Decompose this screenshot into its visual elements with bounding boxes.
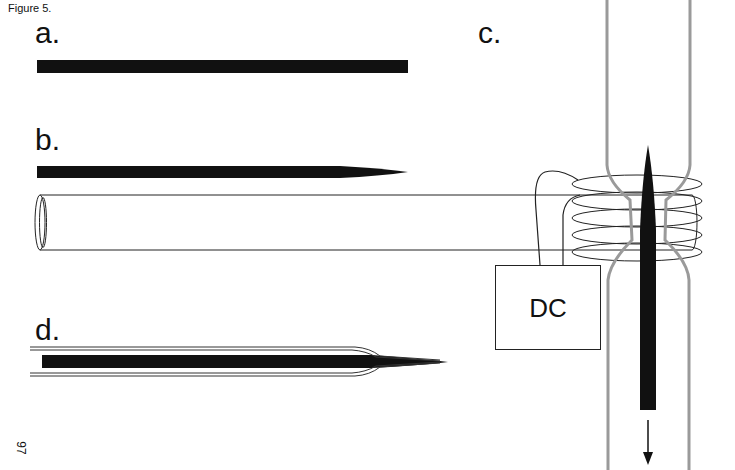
power-supply-box: DC — [495, 265, 601, 350]
coil-ring — [572, 226, 702, 244]
coil — [572, 175, 702, 261]
direction-arrow — [647, 420, 649, 455]
pulled-tube — [30, 347, 440, 376]
panel-letter: a. — [35, 18, 60, 48]
needle — [640, 145, 656, 410]
figure-title: Figure 5. — [8, 3, 51, 14]
panel-letter: d. — [35, 315, 60, 345]
panel-letter: c. — [478, 18, 501, 48]
needle — [37, 166, 408, 178]
tube-wall — [607, 0, 690, 470]
rod — [37, 60, 408, 73]
page-number: 97 — [15, 441, 27, 454]
coil-ring — [572, 192, 702, 210]
wire — [535, 171, 580, 265]
coil-ring — [572, 209, 702, 227]
panel-letter: b. — [35, 125, 60, 155]
arrow-head — [643, 452, 653, 465]
box-label: DC — [529, 295, 567, 321]
